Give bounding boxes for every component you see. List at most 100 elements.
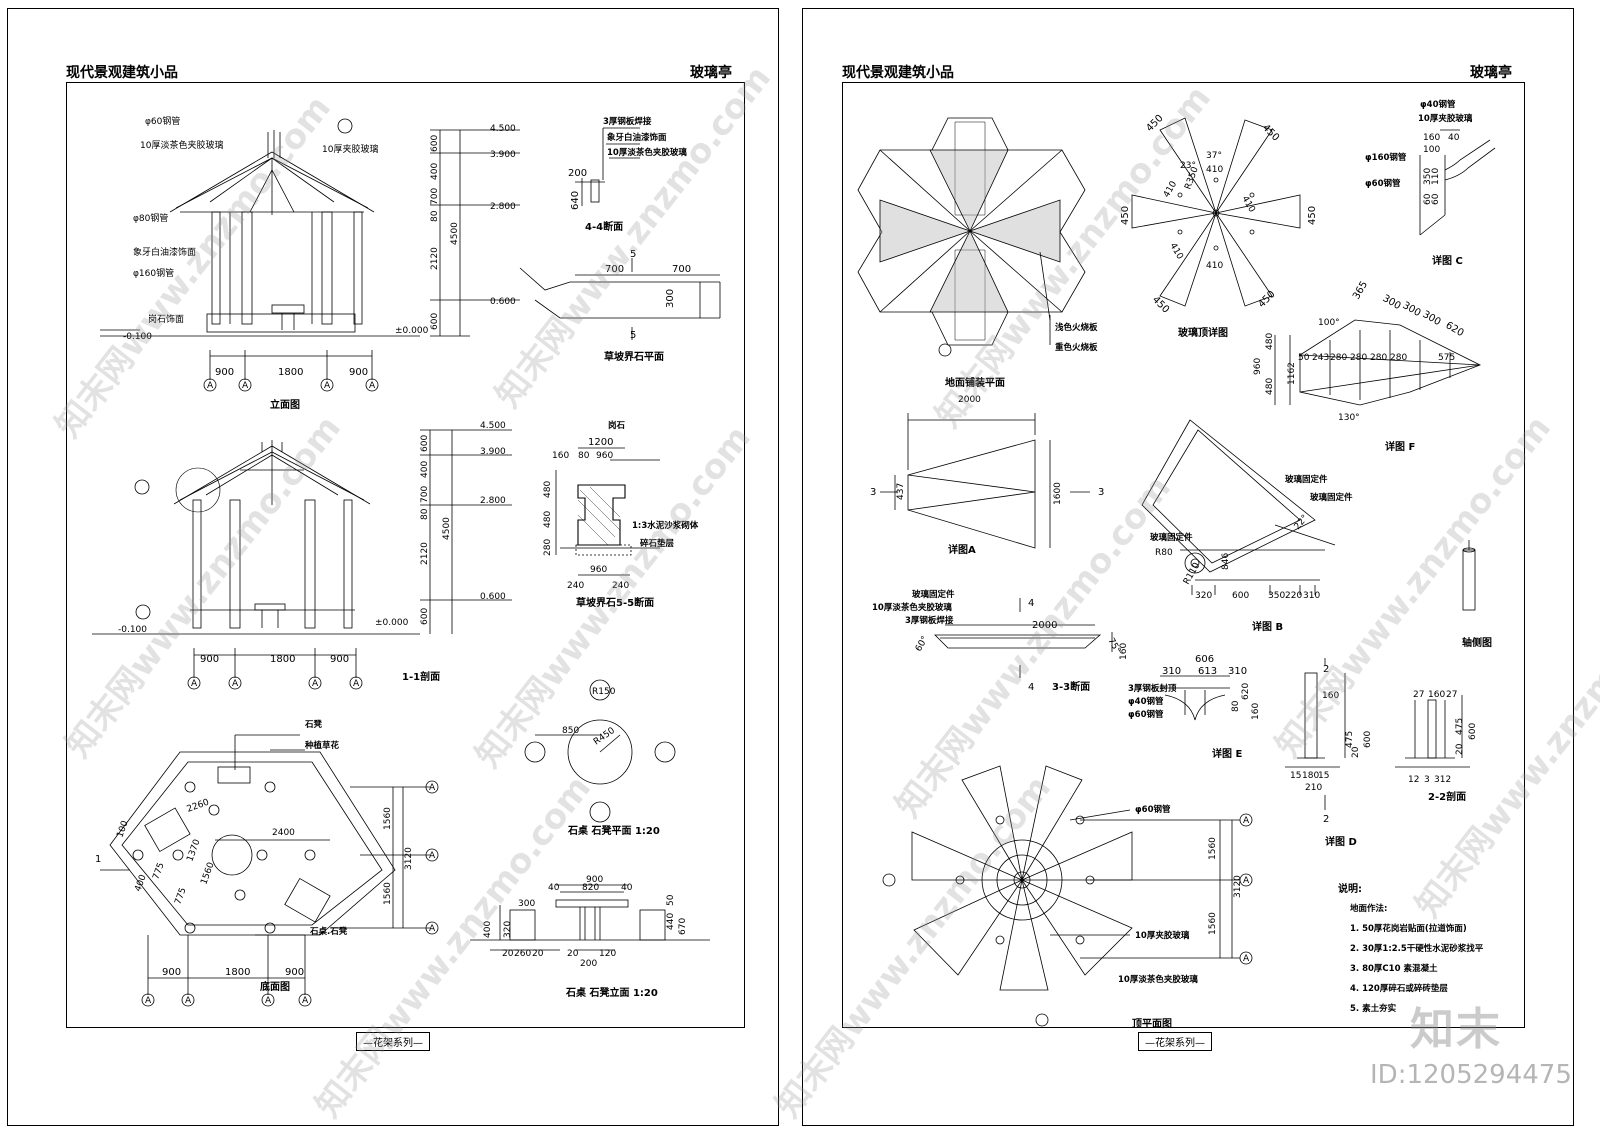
left-header-name: 玻璃亭 xyxy=(690,65,732,81)
axis-bubble-letter: A xyxy=(1243,816,1250,826)
base-plan-caption: 底面图 xyxy=(260,980,290,993)
elev-level-5: -0.100 xyxy=(123,332,152,342)
telev-dim-0: 900 xyxy=(586,875,603,885)
detc-dim-0: 160 xyxy=(1423,133,1440,143)
section-4-4-drawing xyxy=(575,127,640,206)
telev-dim-13: 50 xyxy=(666,894,676,906)
sec11-level-5: -0.100 xyxy=(118,625,147,635)
dete-dim-6: 160 xyxy=(1251,703,1261,720)
dete-label-1: φ40钢管 xyxy=(1128,696,1164,707)
elev-label-6: 岗石饰面 xyxy=(148,313,184,325)
groof-dim-2: 450 xyxy=(1120,206,1131,225)
lawn-dim-0: 700 xyxy=(605,264,624,275)
detc-dim-2: 100 xyxy=(1423,145,1440,155)
base-plan-drawing xyxy=(100,734,439,1007)
axis-bubble-letter: A xyxy=(312,679,319,689)
telev-dim-15: 670 xyxy=(678,918,688,935)
sec11-level-4: ±0.000 xyxy=(375,618,409,628)
elev-label-3: φ80钢管 xyxy=(133,212,168,224)
sec55-dim-2: 80 xyxy=(578,451,590,461)
elev-vdim-0: 600 xyxy=(430,135,440,152)
left-drawing-frame xyxy=(66,82,745,1028)
detd-mark-bottom: 2 xyxy=(1323,814,1329,825)
axis-bubble-letter: A xyxy=(232,679,239,689)
sec44-label-2: 10厚淡茶色夹胶玻璃 xyxy=(607,147,687,158)
elev-dim-1: 1800 xyxy=(278,367,303,378)
detd-dim-5: 180 xyxy=(1302,771,1319,781)
glass-roof-detail-drawing xyxy=(1131,117,1301,307)
axis-view-caption: 轴侧图 xyxy=(1462,636,1492,649)
right-sheet xyxy=(802,8,1574,1126)
detail-d-drawing xyxy=(1285,658,1346,810)
deta-dim-0: 2000 xyxy=(958,395,981,405)
tplan-dim-0: R150 xyxy=(592,687,616,697)
sec33-dim-3: 160 xyxy=(1119,643,1129,660)
detc-label-3: φ60钢管 xyxy=(1365,178,1401,189)
detd-dim-1: 475 xyxy=(1345,731,1355,748)
base-dim-6: 1800 xyxy=(225,967,250,978)
detf-dim-12: 575 xyxy=(1438,353,1455,363)
axis-bubble-letter: A xyxy=(369,381,376,391)
elev-vdim-3: 80 xyxy=(430,210,440,222)
table-plan-drawing xyxy=(524,679,676,823)
sec55-dim-6: 280 xyxy=(543,539,553,556)
image-id-watermark: ID:1205294475 xyxy=(1370,1060,1572,1090)
lawn-plan-caption: 草坡界石平面 xyxy=(604,350,664,363)
sec55-dim-7: 960 xyxy=(590,565,607,575)
detb-dim-7: 846 xyxy=(1221,553,1231,570)
detf-dim-17: 130° xyxy=(1338,413,1360,423)
sec55-dim-3: 960 xyxy=(596,451,613,461)
base-label-2: 石桌.石凳 xyxy=(309,926,348,937)
detd-dim-0: 160 xyxy=(1322,691,1339,701)
detf-dim-15: 960 xyxy=(1253,358,1263,375)
telev-dim-6: 320 xyxy=(503,921,513,938)
notes-item-0: 1. 50厚花岗岩贴面(拉道饰面) xyxy=(1350,923,1467,934)
sec55-label-2: 碎石垫层 xyxy=(640,538,675,549)
detc-dim-6: 110 xyxy=(1431,168,1441,185)
detb-dim-4: 350 xyxy=(1268,591,1285,601)
notes-title: 说明: xyxy=(1338,882,1362,895)
detb-dim-6: 310 xyxy=(1303,591,1320,601)
detail-b-caption: 详图 B xyxy=(1252,620,1283,633)
telev-dim-5: 400 xyxy=(483,921,493,938)
top-dim-1: 1560 xyxy=(1208,912,1218,935)
elevation-caption: 立面图 xyxy=(270,398,300,411)
detc-dim-3: 350 xyxy=(1423,168,1433,185)
section-4-4-caption: 4-4断面 xyxy=(585,220,623,233)
detb-label-0: 玻璃固定件 xyxy=(1285,474,1328,485)
telev-dim-3: 40 xyxy=(621,883,633,893)
notes-item-2: 3. 80厚C10 素混凝土 xyxy=(1350,963,1438,974)
sec11-level-0: 4.500 xyxy=(480,421,506,431)
dete-dim-3: 310 xyxy=(1228,666,1247,677)
sec11-level-1: 3.900 xyxy=(480,447,506,457)
sec22-dim-8: 312 xyxy=(1434,775,1451,785)
table-elevation-drawing xyxy=(470,884,710,951)
telev-dim-4: 300 xyxy=(518,899,535,909)
right-series-label: —花架系列— xyxy=(1138,1032,1212,1051)
sec11-vdim-1: 400 xyxy=(420,461,430,478)
elev-label-0: φ60钢管 xyxy=(145,115,180,127)
base-dim-1: 2400 xyxy=(272,828,295,838)
elev-label-4: 象牙白油漆饰面 xyxy=(133,246,196,258)
detf-dim-9: 280 xyxy=(1350,353,1367,363)
top-label-1: 10厚夹胶玻璃 xyxy=(1135,930,1190,941)
sec55-dim-9: 240 xyxy=(612,581,629,591)
section-1-1-drawing xyxy=(92,429,512,690)
detail-b-drawing xyxy=(1141,419,1336,595)
elev-level-2: 2.800 xyxy=(490,202,516,212)
elev-vdim-2: 700 xyxy=(430,188,440,205)
sec11-vdim-0: 600 xyxy=(420,435,430,452)
telev-dim-12: 200 xyxy=(580,959,597,969)
dete-dim-5: 620 xyxy=(1241,683,1251,700)
detc-dim-4: 60 xyxy=(1423,193,1433,205)
detail-a-drawing xyxy=(880,413,1090,549)
dete-label-0: 3厚钢板封顶 xyxy=(1128,683,1177,694)
top-plan-drawing xyxy=(882,765,1253,1027)
paving-label-0: 浅色火烧板 xyxy=(1055,322,1098,333)
detf-dim-13: 480 xyxy=(1265,333,1275,350)
base-dim-5: 900 xyxy=(162,967,181,978)
detail-f-caption: 详图 F xyxy=(1385,440,1415,453)
telev-dim-1: 820 xyxy=(582,883,599,893)
sec44-dim-0: 200 xyxy=(568,168,587,179)
